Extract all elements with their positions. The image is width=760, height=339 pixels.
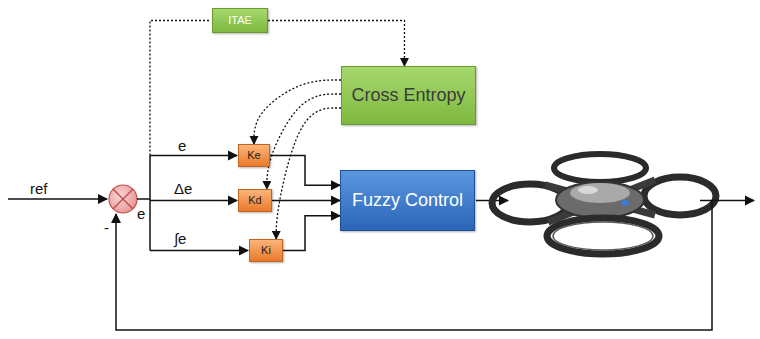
tuning-link bbox=[254, 80, 341, 144]
signal-line bbox=[8, 198, 107, 200]
output-line bbox=[700, 200, 754, 202]
controller-box: Fuzzy Control bbox=[340, 170, 475, 231]
node-text: ITAE bbox=[228, 14, 252, 26]
signal-connector bbox=[270, 156, 340, 186]
dotted-tap bbox=[150, 21, 211, 156]
signal-connector bbox=[283, 216, 340, 251]
metric-box: ITAE bbox=[212, 8, 268, 33]
node-text: Ke bbox=[247, 149, 260, 161]
signal-name: e bbox=[178, 138, 186, 153]
gain-box: Ke bbox=[238, 144, 270, 167]
signal-name: e bbox=[137, 206, 145, 221]
sign-mark: - bbox=[104, 220, 109, 235]
tuning-link bbox=[267, 94, 341, 189]
node-text: Ki bbox=[261, 244, 271, 256]
node-text: Fuzzy Control bbox=[352, 191, 463, 211]
tuning-link bbox=[268, 21, 404, 67]
node-text: Kd bbox=[248, 194, 261, 206]
signal-connector bbox=[272, 200, 340, 202]
signal-name: ∫e bbox=[174, 231, 186, 246]
error-branches bbox=[137, 156, 248, 251]
signal-name: Δe bbox=[174, 181, 192, 196]
signal-name: ref bbox=[30, 181, 48, 196]
quadrotor-drone bbox=[492, 154, 716, 254]
node-text: Cross Entropy bbox=[351, 86, 465, 106]
summing-junction bbox=[109, 185, 137, 213]
tuning-link bbox=[276, 108, 341, 239]
gain-box: Kd bbox=[238, 189, 272, 212]
optimizer-box: Cross Entropy bbox=[341, 66, 476, 125]
gain-box: Ki bbox=[249, 239, 283, 262]
